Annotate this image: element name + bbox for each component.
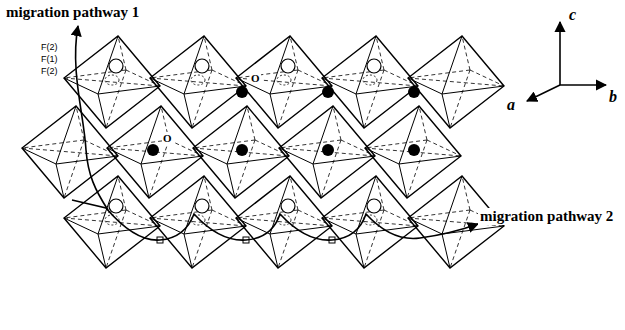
axis-label: c: [568, 6, 577, 24]
octahedra: [22, 36, 504, 268]
pathway-2-arrow: [72, 200, 478, 240]
axis-label: a: [506, 96, 516, 114]
oxygen-sites: [147, 86, 420, 156]
pathway-1-arrow: [76, 26, 108, 210]
pathway-label: migration pathway 2: [478, 208, 615, 225]
axis-label: b: [608, 88, 618, 106]
atom-label: F(2): [40, 67, 59, 77]
axes: [527, 22, 606, 101]
atom-label: O: [162, 132, 173, 144]
pathway-label: migration pathway 1: [4, 4, 141, 21]
fluoride-sites: [109, 59, 381, 213]
atom-label: F(2): [40, 43, 59, 53]
f2-sites: [105, 75, 377, 225]
atom-label: O: [250, 72, 261, 84]
atom-label: F(1): [40, 55, 59, 65]
